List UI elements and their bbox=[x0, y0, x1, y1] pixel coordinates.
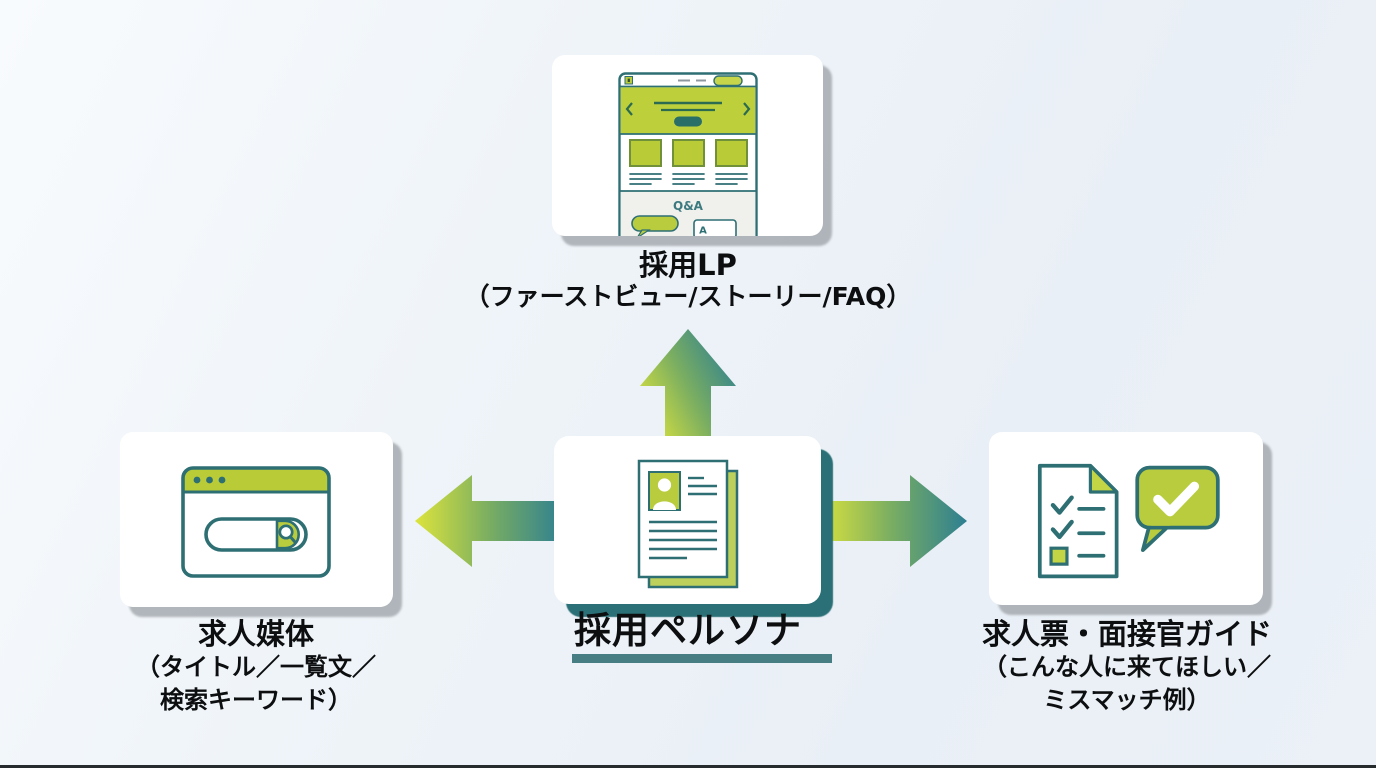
carousel-prev-icon bbox=[625, 102, 633, 116]
recruit-lp-subtitle: （ファーストビュー/ストーリー/FAQ） bbox=[464, 282, 912, 311]
magnifier-icon bbox=[278, 524, 297, 544]
search-bar bbox=[204, 517, 308, 552]
bottom-edge-line bbox=[0, 765, 1376, 768]
persona-card bbox=[554, 436, 821, 604]
persona-title: 採用ペルソナ bbox=[574, 609, 802, 652]
job-media-card bbox=[120, 432, 393, 607]
persona-document-icon bbox=[637, 459, 739, 589]
browser-search-icon bbox=[181, 466, 331, 578]
lp-browser-topbar bbox=[619, 75, 757, 88]
recruit-lp-title: 採用LP bbox=[639, 248, 737, 282]
browser-window-dots bbox=[193, 476, 226, 484]
checklist-document-icon bbox=[1037, 463, 1119, 579]
job-sheet-guide-subtitle-line2: ミスマッチ例） bbox=[1043, 686, 1211, 714]
persona-text-lines bbox=[649, 476, 717, 560]
persona-title-underline bbox=[572, 654, 832, 663]
question-bubble-icon bbox=[631, 215, 679, 232]
landing-page-icon: Q&A A bbox=[618, 72, 758, 236]
job-media-subtitle-line2: 検索キーワード） bbox=[160, 686, 352, 714]
answer-bubble-icon bbox=[693, 219, 737, 236]
check-speech-bubble-icon bbox=[1135, 465, 1220, 552]
qa-heading: Q&A bbox=[673, 199, 704, 213]
checklist-and-speech-bubble-icon bbox=[1037, 463, 1220, 579]
job-sheet-guide-subtitle-line1: （こんな人に来てほしい／ bbox=[983, 653, 1271, 681]
lp-hero-section bbox=[619, 87, 757, 135]
arrow-up-icon bbox=[640, 329, 736, 442]
lp-faq-section: Q&A A bbox=[619, 190, 757, 237]
arrow-right-icon bbox=[817, 475, 967, 567]
lp-cards-section bbox=[629, 139, 748, 185]
job-media-title: 求人媒体 bbox=[197, 617, 314, 651]
persona-photo-icon bbox=[648, 471, 681, 511]
job-media-subtitle-line1: （タイトル／一覧文／ bbox=[136, 653, 376, 681]
answer-label: A bbox=[699, 226, 707, 237]
job-sheet-guide-title: 求人票・面接官ガイド bbox=[981, 617, 1272, 651]
recruit-lp-card: Q&A A bbox=[552, 55, 823, 236]
arrow-left-icon bbox=[415, 475, 565, 567]
job-sheet-guide-card bbox=[989, 432, 1263, 605]
carousel-next-icon bbox=[743, 102, 751, 116]
